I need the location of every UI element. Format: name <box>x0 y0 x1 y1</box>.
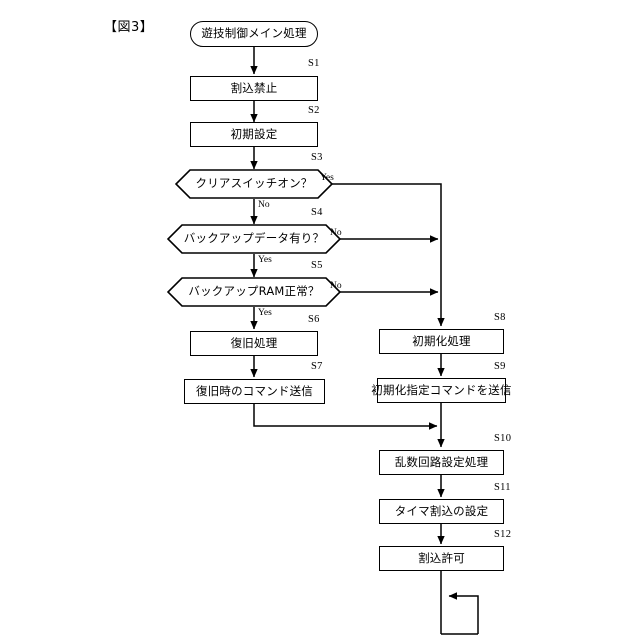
step-label-s11: S11 <box>494 482 511 493</box>
step-label-s8: S8 <box>494 312 506 323</box>
flow-node-s8-label: 初期化処理 <box>412 333 471 348</box>
flow-node-s7-label: 復旧時のコマンド送信 <box>196 383 313 398</box>
flow-node-s12[interactable]: 割込許可 <box>379 546 504 571</box>
flow-node-s11-label: タイマ割込の設定 <box>394 503 489 518</box>
flow-node-s12-label: 割込許可 <box>418 550 465 565</box>
branch-label-s4-no: No <box>330 228 342 238</box>
flow-start-terminal[interactable]: 遊技制御メイン処理 <box>190 21 318 47</box>
step-label-s10: S10 <box>494 433 512 444</box>
flow-node-s2-label: 初期設定 <box>230 126 278 141</box>
step-label-s5: S5 <box>311 260 323 271</box>
step-label-s1: S1 <box>308 58 320 69</box>
branch-label-s4-yes: Yes <box>258 255 272 265</box>
branch-label-s3-yes: Yes <box>320 173 334 183</box>
step-label-s4: S4 <box>311 207 323 218</box>
step-label-s7: S7 <box>311 361 323 372</box>
flow-node-s8[interactable]: 初期化処理 <box>379 329 504 354</box>
step-label-s12: S12 <box>494 529 512 540</box>
flow-node-s7[interactable]: 復旧時のコマンド送信 <box>184 379 325 404</box>
flow-node-s10-label: 乱数回路設定処理 <box>394 454 489 469</box>
branch-label-s5-no: No <box>330 281 342 291</box>
step-label-s2: S2 <box>308 105 320 116</box>
flow-node-s4[interactable]: バックアップデータ有り？ <box>167 224 341 254</box>
flow-node-s9-label: 初期化指定コマンドを送信 <box>371 382 512 397</box>
flow-node-s6-label: 復旧処理 <box>230 335 278 350</box>
flow-node-s4-label: バックアップデータ有り？ <box>183 231 325 246</box>
branch-label-s5-yes: Yes <box>258 308 272 318</box>
flow-node-s6[interactable]: 復旧処理 <box>190 331 318 356</box>
flow-node-s10[interactable]: 乱数回路設定処理 <box>379 450 504 475</box>
flow-node-s5[interactable]: バックアップRAM正常？ <box>167 277 341 307</box>
flow-node-s3[interactable]: クリアスイッチオン？ <box>175 169 333 199</box>
step-label-s3: S3 <box>311 152 323 163</box>
flow-node-s11[interactable]: タイマ割込の設定 <box>379 499 504 524</box>
flow-start-label: 遊技制御メイン処理 <box>201 26 307 41</box>
step-label-s9: S9 <box>494 361 506 372</box>
decision-hexagon-icon <box>167 224 341 254</box>
decision-hexagon-icon <box>167 277 341 307</box>
flow-node-s1[interactable]: 割込禁止 <box>190 76 318 101</box>
figure-label: 【図3】 <box>104 20 154 35</box>
flow-node-s3-label: クリアスイッチオン？ <box>195 176 313 191</box>
step-label-s6: S6 <box>308 314 320 325</box>
flow-node-s5-label: バックアップRAM正常？ <box>188 284 320 299</box>
flow-node-s9[interactable]: 初期化指定コマンドを送信 <box>371 378 512 403</box>
flow-node-s2[interactable]: 初期設定 <box>190 122 318 147</box>
decision-hexagon-icon <box>175 169 333 199</box>
flow-node-s1-label: 割込禁止 <box>230 80 278 95</box>
branch-label-s3-no: No <box>258 200 270 210</box>
